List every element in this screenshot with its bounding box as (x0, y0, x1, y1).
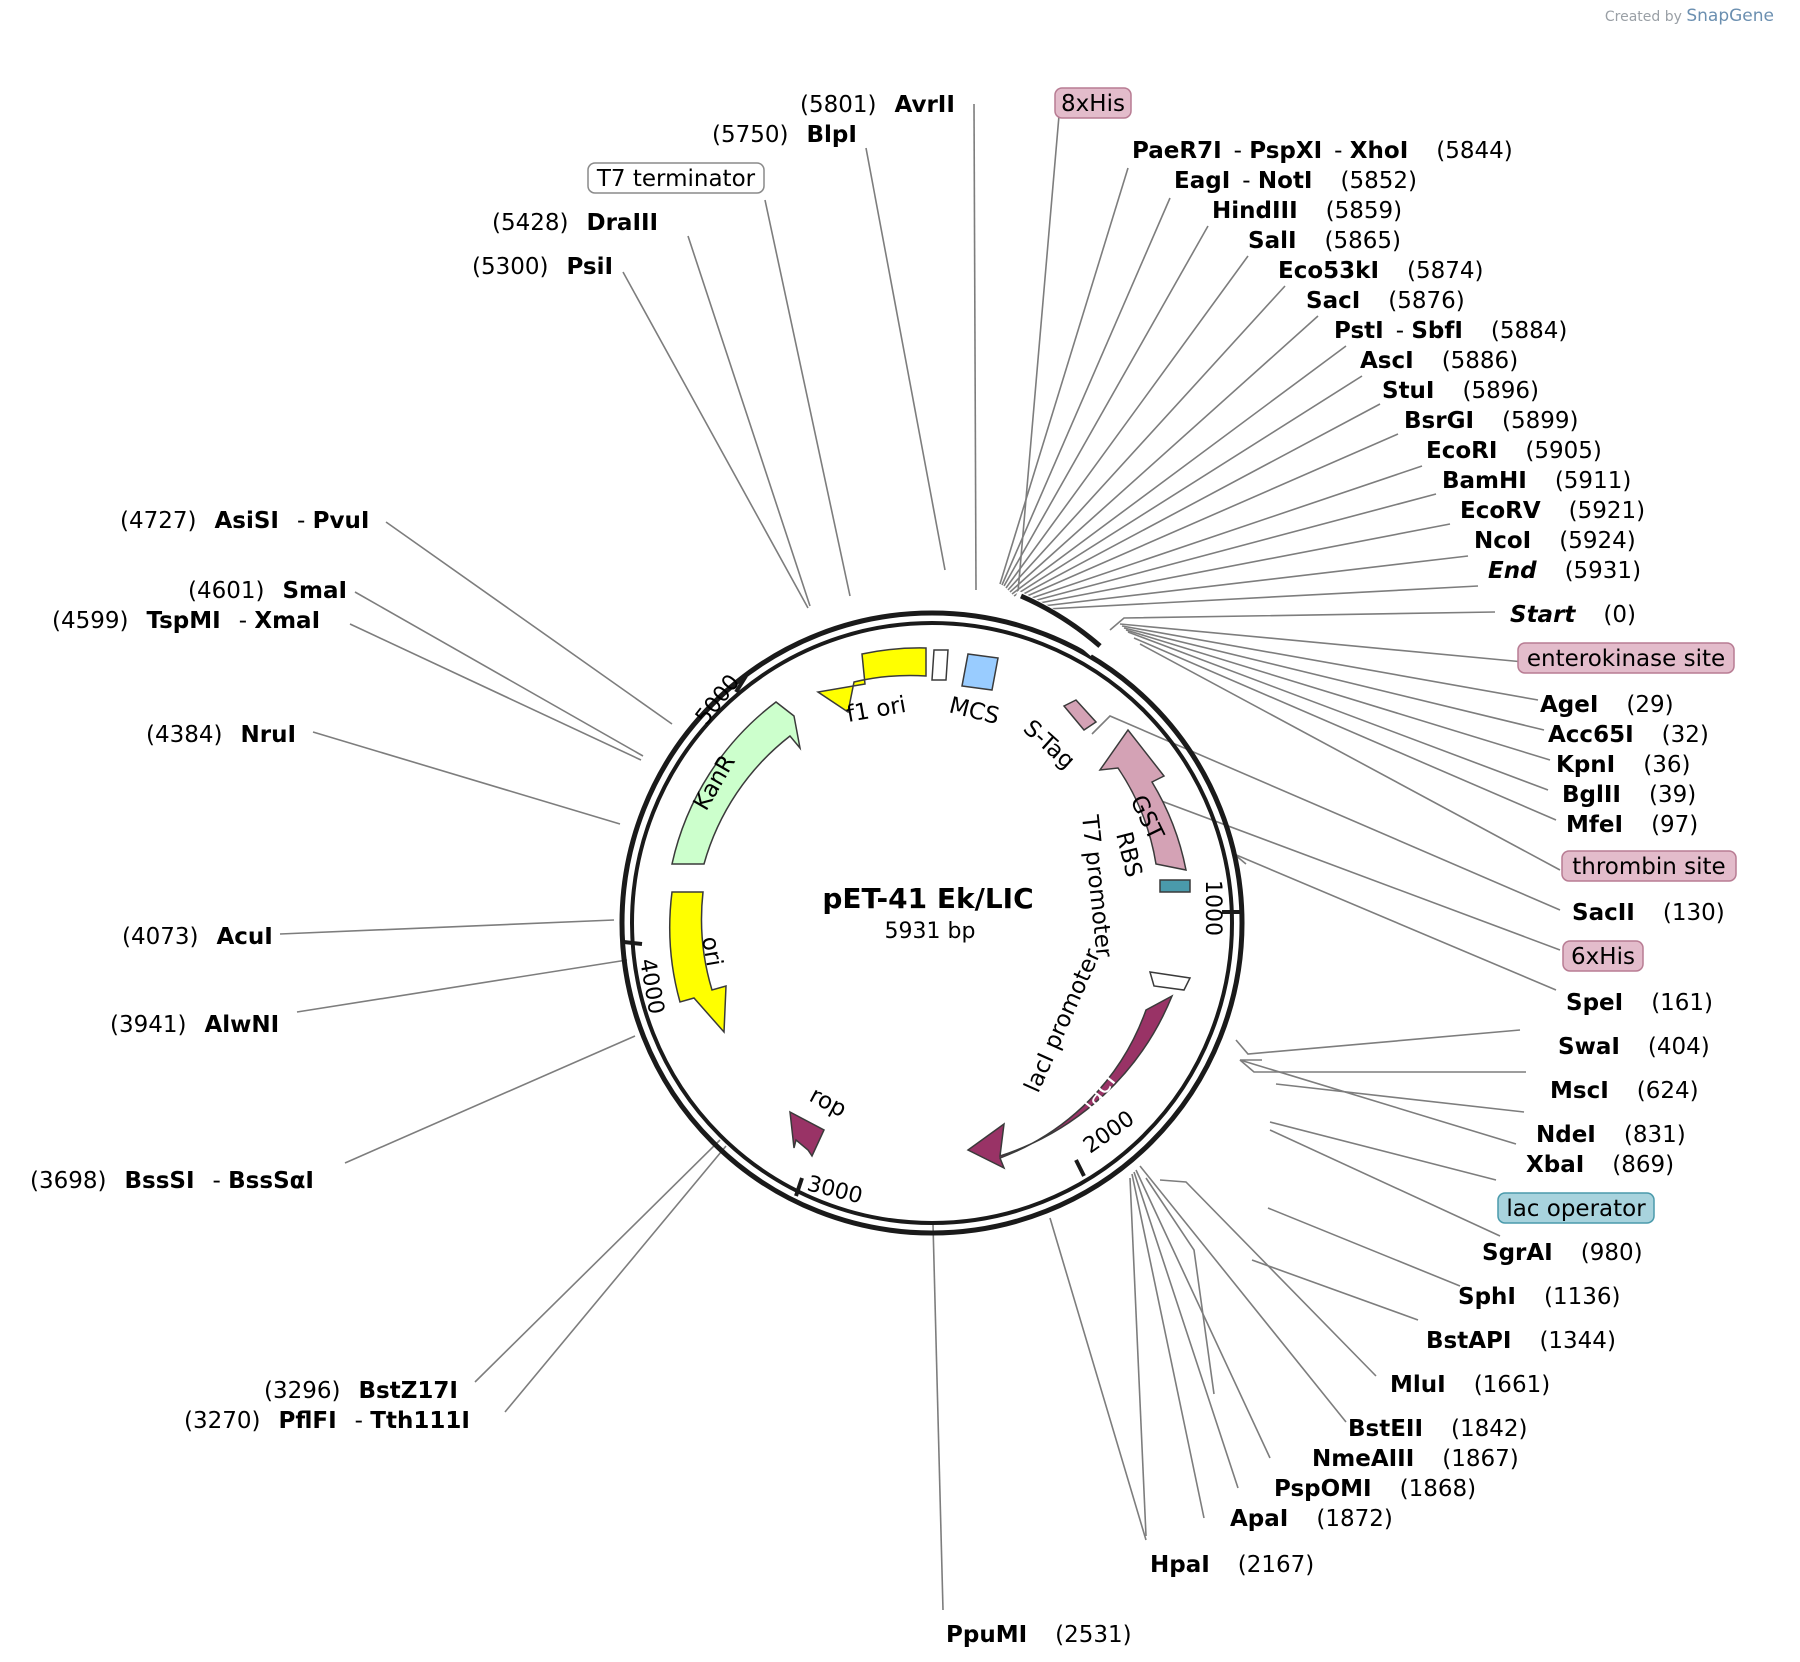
site-label-ecorv: EcoRV(5921) (1460, 498, 1645, 524)
site-label-alwni: (3941)AlwNI (110, 1012, 279, 1038)
s-tag-label: S-Tag (1018, 715, 1080, 774)
snapgene-credit: Created by SnapGene (1605, 6, 1774, 26)
site-label-avrii: (5801)AvrII (800, 92, 955, 118)
site-label-psti-sbfi: PstI- SbfI(5884) (1334, 318, 1567, 344)
site-labels: (5801)AvrII (5750)BlpI (5428)DraIII (530… (30, 92, 1725, 1648)
feature-label-6xhis: 6xHis (1571, 944, 1635, 970)
plasmid-name: pET-41 Ek/LIC (822, 882, 1033, 915)
site-label-spei: SpeI(161) (1566, 990, 1713, 1016)
site-label-tspmi-xmai: (4599)TspMI- XmaI (52, 608, 320, 634)
site-label-hpai: HpaI(2167) (1150, 1552, 1314, 1578)
site-label-kpni: KpnI(36) (1556, 752, 1690, 778)
site-label-blpi: (5750)BlpI (712, 122, 857, 148)
feature-label-lac-operator: lac operator (1506, 1196, 1646, 1222)
site-label-nmeaiii: NmeAIII(1867) (1312, 1446, 1519, 1472)
site-label-sphi: SphI(1136) (1458, 1284, 1620, 1310)
rbs-label: RBS (1110, 829, 1146, 880)
snapgene-logo-text: SnapGene (1686, 6, 1774, 26)
site-label-asisi-pvui: (4727)AsiSI- PvuI (120, 508, 369, 534)
site-label-bglii: BglII(39) (1562, 782, 1696, 808)
site-label-pflfi-tth111i: (3270)PflFI- Tth111I (184, 1408, 470, 1434)
site-label-eco53ki: Eco53kI(5874) (1278, 258, 1484, 284)
site-label-bamhi: BamHI(5911) (1442, 468, 1631, 494)
feature-label-8xhis: 8xHis (1061, 91, 1125, 117)
site-label-hindiii: HindIII(5859) (1212, 198, 1402, 224)
site-label-draiii: (5428)DraIII (492, 210, 658, 236)
site-label-mfei: MfeI(97) (1566, 812, 1698, 838)
tick-label-3000: 3000 (805, 1172, 865, 1210)
site-label-bsteii: BstEII(1842) (1348, 1416, 1528, 1442)
laci-arrow (966, 994, 1174, 1170)
tick-label-2000: 2000 (1079, 1106, 1139, 1159)
site-label-xbai: XbaI(869) (1526, 1152, 1674, 1178)
site-label-saci: SacI(5876) (1306, 288, 1465, 314)
mcs-box (961, 653, 999, 691)
ori-arrow (669, 891, 727, 1034)
site-label-ppumi: PpuMI(2531) (946, 1622, 1132, 1648)
rop-label: rop (805, 1082, 850, 1123)
site-label-smai: (4601)SmaI (188, 578, 347, 604)
rop-arrow (789, 1110, 825, 1158)
site-label-asci: AscI(5886) (1360, 348, 1518, 374)
site-label-bstz17i: (3296)BstZ17I (264, 1378, 458, 1404)
site-label-end: End(5931) (1488, 558, 1641, 584)
feature-label-boxes: 8xHis T7 terminator enterokinase site th… (587, 87, 1737, 1224)
site-label-start: Start(0) (1510, 602, 1636, 628)
site-label-nrui: (4384)NruI (146, 722, 296, 748)
feature-arrows (669, 647, 1192, 1170)
site-label-stui: StuI(5896) (1382, 378, 1539, 404)
site-label-msci: MscI(624) (1550, 1078, 1699, 1104)
kanr-arrow (671, 701, 802, 865)
site-label-apai: ApaI(1872) (1230, 1506, 1393, 1532)
site-label-bsssi-bsssai: (3698)BssSI- BssSαI (30, 1168, 314, 1194)
site-label-psii: (5300)PsiI (472, 254, 613, 280)
backbone (619, 610, 1245, 1236)
site-label-eagi-noti: EagI- NotI(5852) (1174, 168, 1417, 194)
f1-ori-label: f1 ori (845, 692, 909, 728)
plasmid-size: 5931 bp (885, 919, 976, 944)
site-label-paer7i-pspxi-xhoi: PaeR7I- PspXI- XhoI(5844) (1132, 138, 1513, 164)
gst-arrow (1098, 728, 1187, 871)
ori-label: ori (696, 935, 727, 969)
site-label-acc65i: Acc65I(32) (1548, 722, 1709, 748)
connector-lines (279, 103, 1561, 1611)
tick-label-1000: 1000 (1200, 880, 1225, 936)
site-label-sali: SalI(5865) (1248, 228, 1401, 254)
site-label-ncoi: NcoI(5924) (1474, 528, 1636, 554)
mcs-label: MCS (947, 693, 1002, 730)
rbs-box (1159, 879, 1191, 893)
site-label-sgrai: SgrAI(980) (1482, 1240, 1643, 1266)
site-label-acui: (4073)AcuI (122, 924, 273, 950)
site-label-ndei: NdeI(831) (1536, 1122, 1686, 1148)
feature-label-enterokinase-site: enterokinase site (1527, 646, 1725, 672)
site-label-ecori: EcoRI(5905) (1426, 438, 1602, 464)
tick-marks (623, 674, 1240, 1197)
site-label-sacii: SacII(130) (1572, 900, 1725, 926)
credit-prefix: Created by (1604, 9, 1682, 25)
site-label-swai: SwaI(404) (1558, 1034, 1710, 1060)
laci-promoter-label: lacI promoter (1020, 945, 1107, 1097)
site-label-bstapi: BstAPI(1344) (1426, 1328, 1616, 1354)
f1-ori-arrow (816, 647, 927, 714)
tick-label-4000: 4000 (634, 957, 668, 1016)
lacI-promoter-arrow (1148, 971, 1192, 991)
site-label-bsrgi: BsrGI(5899) (1404, 408, 1578, 434)
site-label-agei: AgeI(29) (1540, 692, 1674, 718)
feature-label-thrombin-site: thrombin site (1572, 854, 1725, 880)
site-label-pspomi: PspOMI(1868) (1274, 1476, 1476, 1502)
feature-label-t7-terminator: T7 terminator (596, 166, 756, 192)
s-tag-arrow (1062, 699, 1098, 731)
site-label-mlui: MluI(1661) (1390, 1372, 1550, 1398)
mcs-small-box (931, 649, 949, 681)
